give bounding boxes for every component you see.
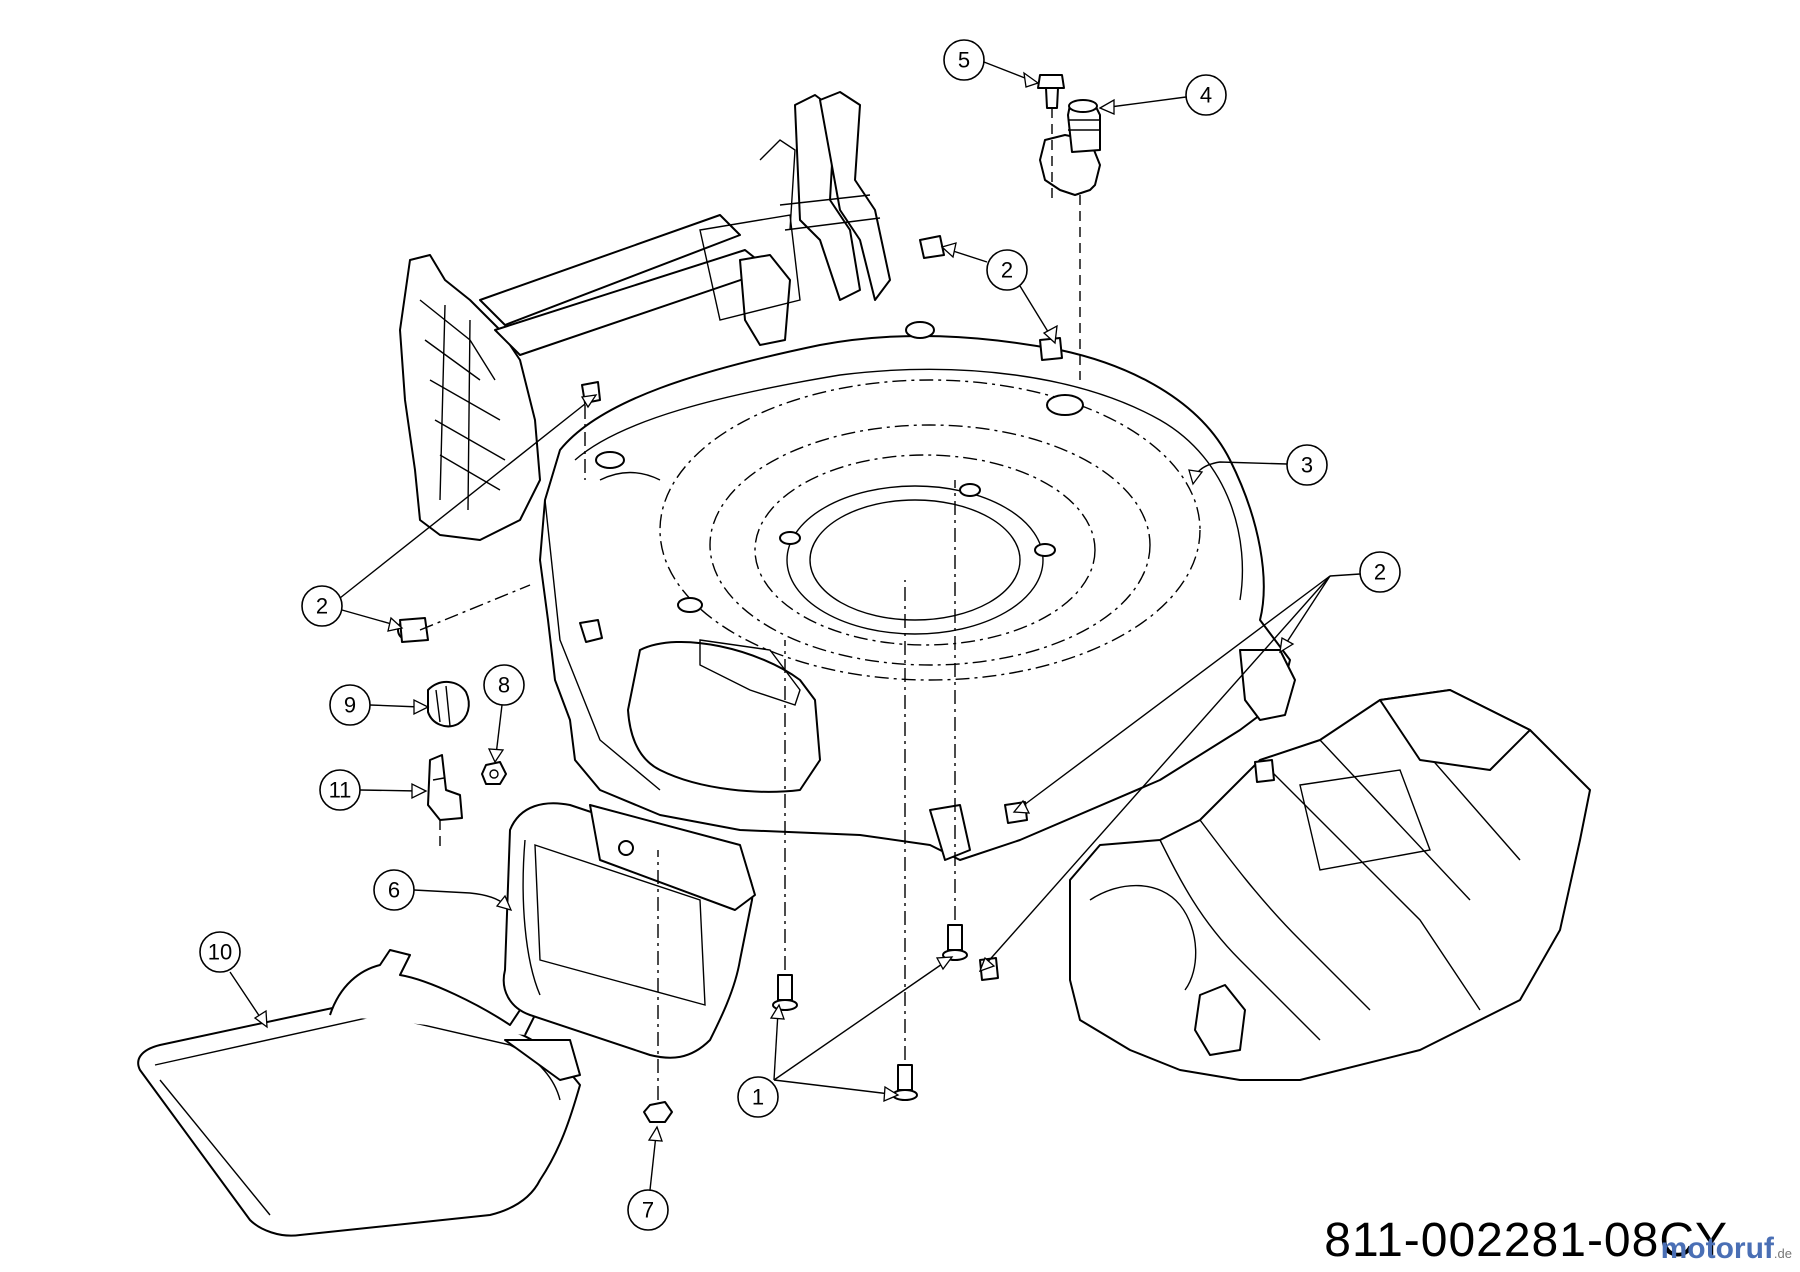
watermark-text: motoruf bbox=[1660, 1232, 1774, 1265]
callout-11 bbox=[319, 769, 361, 811]
rear-flap bbox=[502, 802, 756, 1059]
callout-6 bbox=[373, 869, 415, 911]
callout-9-label: 9 bbox=[344, 693, 356, 718]
callout-7 bbox=[627, 1189, 669, 1231]
callout-8-label: 8 bbox=[498, 673, 510, 698]
callout-6-label: 6 bbox=[388, 878, 400, 903]
rear-frame bbox=[399, 91, 891, 541]
screws-1 bbox=[772, 924, 968, 1101]
callout-10 bbox=[199, 931, 241, 973]
rear-skirt-assembly bbox=[1069, 689, 1591, 1081]
assembly-lines bbox=[419, 108, 1081, 1100]
callout-5 bbox=[943, 39, 985, 81]
callout-2-top-label: 2 bbox=[1001, 258, 1013, 283]
callout-2-left bbox=[301, 585, 343, 627]
mulch-plug bbox=[137, 949, 581, 1237]
callout-9 bbox=[329, 684, 371, 726]
nut-8 bbox=[481, 761, 507, 785]
callout-3-label: 3 bbox=[1301, 453, 1313, 478]
bracket-11 bbox=[427, 754, 463, 821]
drawing-code: 811-002281-08CY bbox=[1324, 1214, 1728, 1267]
mower-deck bbox=[539, 321, 1296, 861]
height-adjuster-knob bbox=[1039, 99, 1101, 196]
nut-7 bbox=[643, 1101, 673, 1123]
callout-2-left-label: 2 bbox=[316, 594, 328, 619]
callouts: 5 4 2 3 2 2 bbox=[199, 39, 1401, 1231]
callout-11-label: 11 bbox=[329, 778, 352, 803]
callout-4 bbox=[1185, 74, 1227, 116]
callout-10-label: 10 bbox=[208, 940, 232, 965]
callout-2-right-label: 2 bbox=[1374, 560, 1386, 585]
callout-7-label: 7 bbox=[642, 1198, 654, 1223]
watermark-suffix: .de bbox=[1773, 1246, 1792, 1261]
watermark-logo: motoruf.de bbox=[1661, 1232, 1792, 1266]
callout-3 bbox=[1286, 444, 1328, 486]
knob-9 bbox=[427, 681, 470, 728]
callout-2-right bbox=[1359, 551, 1401, 593]
callout-1-label: 1 bbox=[752, 1085, 764, 1110]
bolt-5 bbox=[1037, 74, 1065, 109]
callout-4-label: 4 bbox=[1200, 83, 1212, 108]
callout-2-top bbox=[986, 249, 1028, 291]
callout-5-label: 5 bbox=[958, 48, 970, 73]
callout-1 bbox=[737, 1076, 779, 1118]
callout-8 bbox=[483, 664, 525, 706]
